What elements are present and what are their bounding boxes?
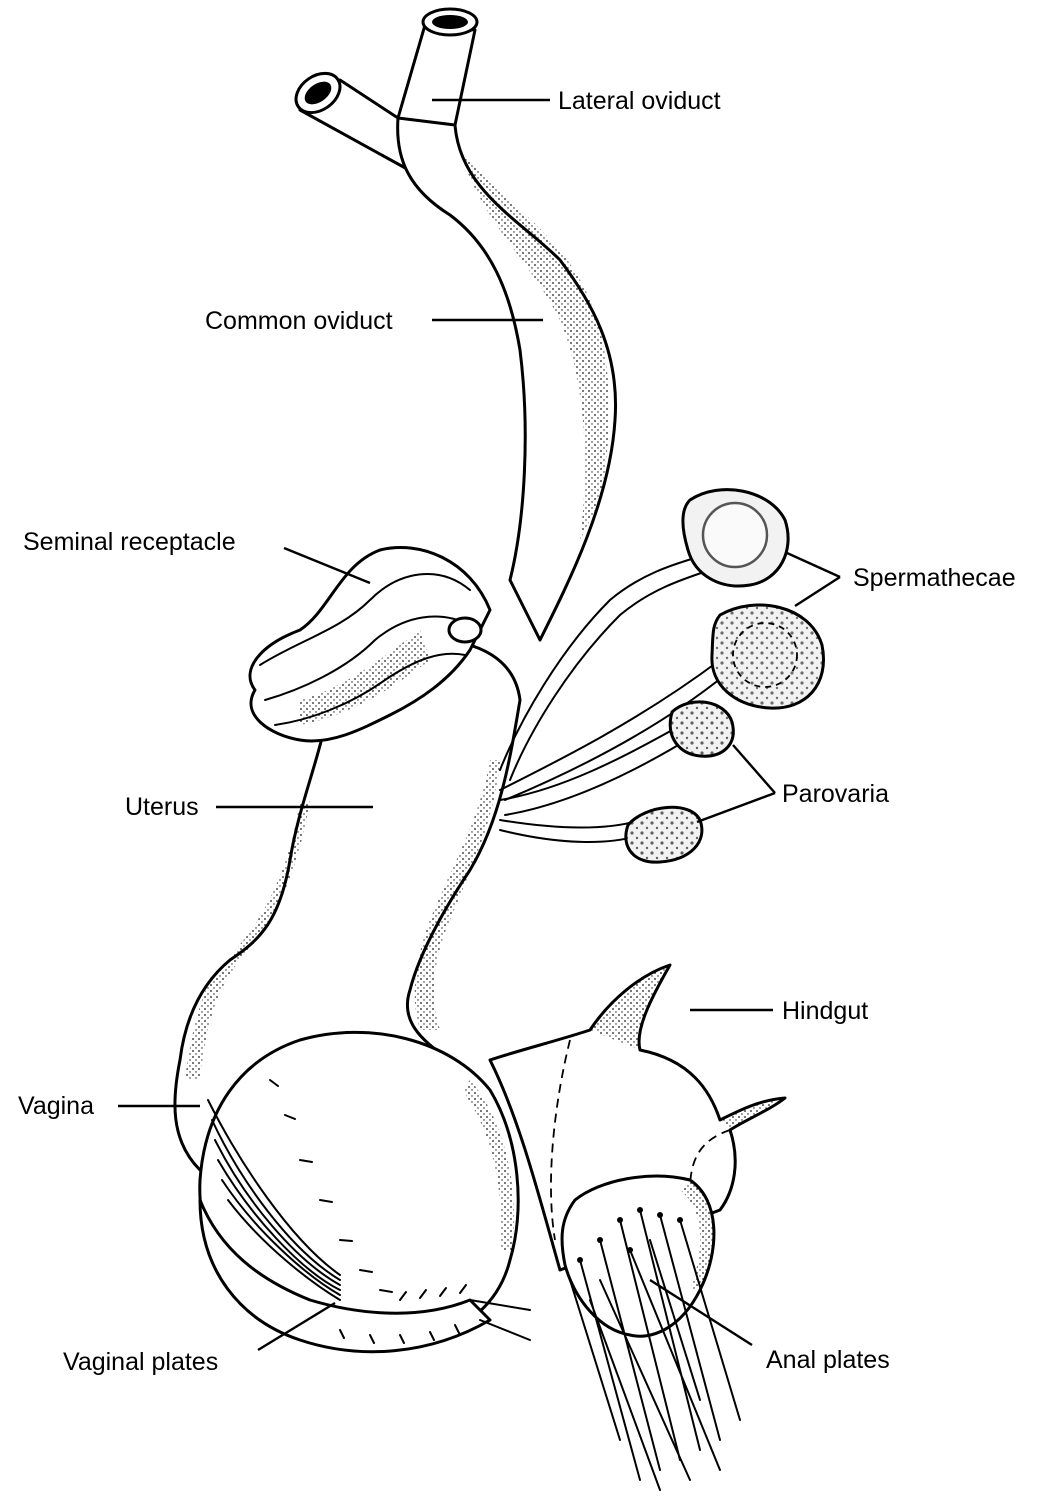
label-uterus: Uterus (125, 793, 199, 821)
parovarium-upper (670, 702, 733, 756)
spermatheca-upper (683, 490, 788, 586)
label-parovaria: Parovaria (782, 780, 889, 808)
label-common-oviduct: Common oviduct (205, 307, 393, 335)
anal-plates (562, 1176, 740, 1490)
label-vaginal-plates: Vaginal plates (63, 1348, 218, 1376)
spermatheca-lower (712, 605, 824, 708)
label-seminal-receptacle: Seminal receptacle (23, 528, 236, 556)
label-lateral-oviduct: Lateral oviduct (558, 87, 721, 115)
leader-spermathecae-a (787, 553, 840, 577)
label-spermathecae: Spermathecae (853, 564, 1016, 592)
leader-parovaria-b (697, 793, 775, 822)
parovarium-lower (626, 807, 702, 862)
leader-parovaria-a (733, 745, 775, 793)
label-anal-plates: Anal plates (766, 1346, 890, 1374)
label-hindgut: Hindgut (782, 997, 868, 1025)
label-vagina: Vagina (18, 1092, 94, 1120)
leader-spermathecae-b (795, 577, 840, 606)
